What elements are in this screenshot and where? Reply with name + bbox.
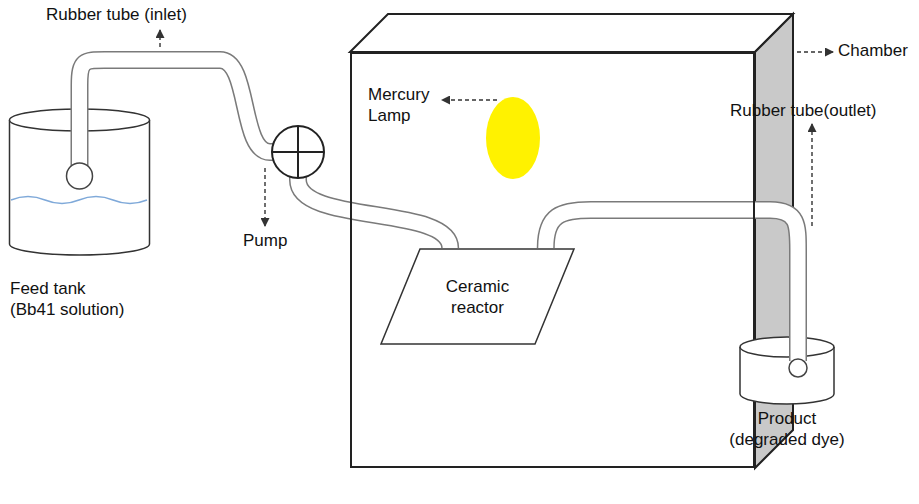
- rubber-tube: [298, 180, 450, 248]
- tank-label: Feed tank (Bb41 solution): [10, 278, 130, 321]
- feed-tank: Feed tank (Bb41 solution): [7, 108, 152, 256]
- ceramic-reactor-shape: [380, 248, 575, 345]
- product-tank: Product (degraded dye): [738, 336, 836, 404]
- leader-arrow: [797, 51, 833, 52]
- chamber: ChamberMercury LampCeramic reactor: [350, 52, 755, 468]
- rubber-tube: [546, 210, 798, 336]
- leader-arrow: [442, 99, 497, 100]
- product-tank-shape: [738, 336, 836, 404]
- mercury-lamp-shape: [485, 96, 541, 180]
- mercury-lamp: Mercury Lamp: [485, 96, 541, 180]
- leader-arrow: [159, 30, 160, 47]
- pump: Pump: [270, 124, 326, 180]
- cube-top-face: [350, 14, 793, 52]
- lamp-label: Mercury Lamp: [368, 84, 434, 127]
- tube-label: Rubber tube(outlet): [730, 100, 876, 121]
- pump-label: Pump: [243, 230, 287, 251]
- tube-label: Rubber tube (inlet): [46, 4, 187, 25]
- product-label: Product (degraded dye): [727, 408, 847, 451]
- reactor-label: Ceramic reactor: [440, 275, 516, 318]
- leader-arrow: [264, 168, 265, 226]
- feed-tank-shape: [7, 108, 152, 256]
- leader-arrow: [811, 124, 812, 226]
- pump-shape: [270, 124, 326, 180]
- ceramic-reactor: Ceramic reactor: [380, 248, 575, 345]
- chamber-label: Chamber: [838, 40, 908, 61]
